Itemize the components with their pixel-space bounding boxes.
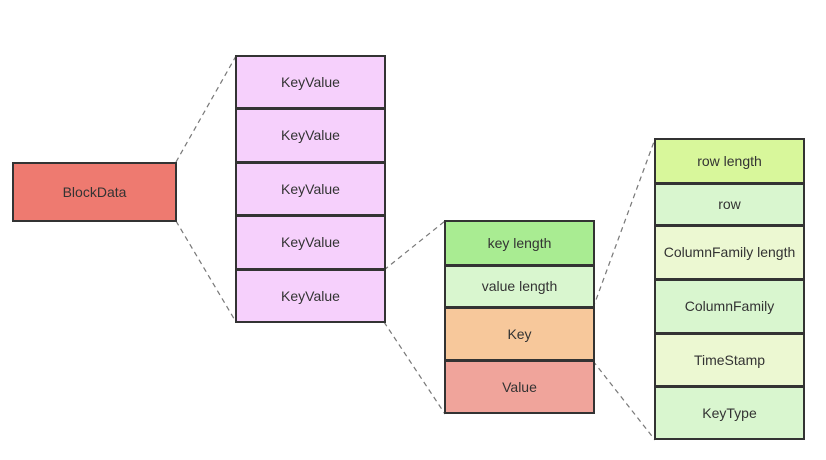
key-field-4: ColumnFamily <box>654 279 805 334</box>
key-value-item-2: KeyValue <box>235 108 386 163</box>
key-value-field-2: value length <box>444 265 595 308</box>
key-field-5: TimeStamp <box>654 333 805 387</box>
key-value-field-label: Value <box>502 378 537 395</box>
connector-blockdata-bottom <box>175 220 237 323</box>
key-field-label: ColumnFamily <box>684 298 775 314</box>
block-data-box: BlockData <box>12 162 177 222</box>
key-value-field-label: key length <box>487 234 552 251</box>
key-value-field-label: value length <box>481 278 558 294</box>
key-value-field-3: Key <box>444 307 595 361</box>
key-value-field-4: Value <box>444 360 595 414</box>
key-field-2: row <box>654 183 805 226</box>
key-value-item-label: KeyValue <box>281 234 340 250</box>
connector-keyvalue-bottom <box>383 321 446 415</box>
connector-key-bottom <box>592 360 656 441</box>
key-field-label: TimeStamp <box>693 351 766 368</box>
key-value-item-3: KeyValue <box>235 162 386 216</box>
key-field-label: KeyType <box>702 404 757 421</box>
key-value-item-5: KeyValue <box>235 269 386 323</box>
block-data-label: BlockData <box>62 183 127 200</box>
key-field-1: row length <box>654 138 805 184</box>
key-value-field-label: Key <box>507 325 532 342</box>
key-value-item-label: KeyValue <box>281 287 340 304</box>
key-value-item-label: KeyValue <box>281 180 340 197</box>
key-value-item-label: KeyValue <box>281 127 340 143</box>
key-field-6: KeyType <box>654 386 805 440</box>
key-value-item-4: KeyValue <box>235 215 386 270</box>
key-field-3: ColumnFamily length <box>654 225 805 280</box>
key-value-field-1: key length <box>444 220 595 266</box>
connector-keyvalue-top <box>383 220 446 271</box>
key-field-label: row length <box>697 152 762 169</box>
key-field-label: ColumnFamily length <box>663 244 796 260</box>
connector-key-top <box>592 138 656 309</box>
key-value-item-1: KeyValue <box>235 55 386 109</box>
connector-blockdata-top <box>175 55 237 163</box>
key-field-label: row <box>718 196 741 212</box>
key-value-item-label: KeyValue <box>281 73 340 90</box>
